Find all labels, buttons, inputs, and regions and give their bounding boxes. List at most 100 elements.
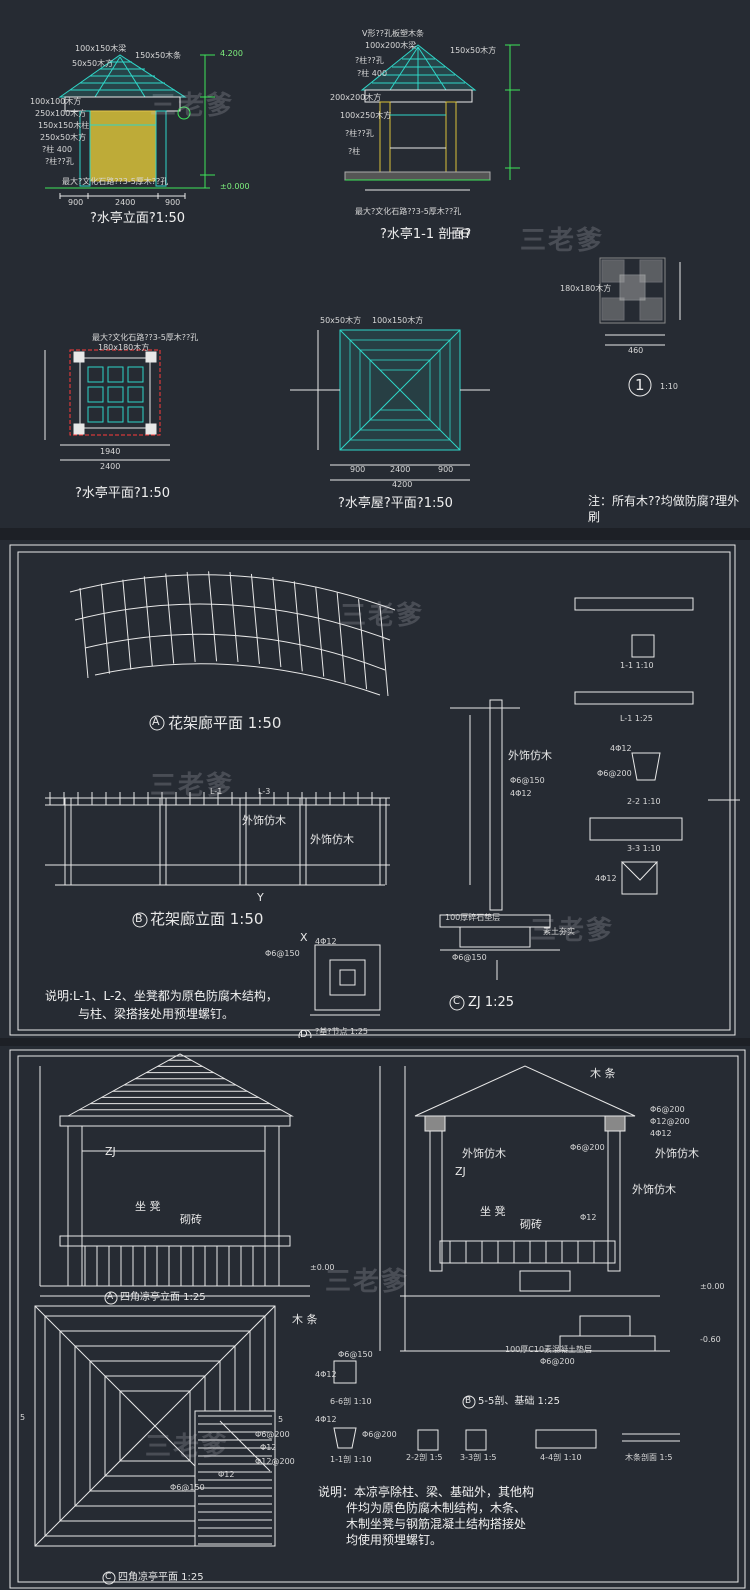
pergola-rafter (315, 586, 325, 677)
zj-rebar-3: Φ6@150 (452, 953, 487, 962)
plan-title-3: 四角凉亭平面 1:25 (118, 1572, 204, 1583)
det-rebar-2: 4Φ12 (315, 1370, 337, 1379)
roof-label-0: 50x50木方 (320, 316, 362, 325)
water-pavilion-roof-plan (290, 329, 490, 481)
plan-dim-2400: 2400 (100, 462, 121, 471)
elev-label-beam: 100x150木梁 (75, 44, 127, 53)
plan-label-5b: 5 (278, 1415, 284, 1424)
sheet1-note: 注：所有木??均做防腐?理外刷 (588, 494, 740, 524)
roof-dim-2400: 2400 (390, 465, 411, 474)
elev-label-8: ?柱??孔 (45, 157, 74, 166)
detail-marker: 1 (635, 376, 645, 394)
beam-section-details (574, 597, 740, 895)
sheet3-drawing (9, 1049, 746, 1589)
plan-rebar-b: Φ12 (260, 1443, 277, 1452)
column-joint-detail (599, 257, 681, 397)
sheet1-drawing (44, 44, 681, 481)
sec-rebar-b: Φ6@200 (597, 769, 632, 778)
roof-dim-900b: 900 (438, 465, 454, 474)
zj-fake-wood: 外饰仿木 (508, 749, 552, 762)
pergola-rafter (186, 571, 196, 662)
watermark-5: 三老爹 (530, 916, 615, 946)
elev-label-base: 最大?文化石路??3-5厚木??孔 (62, 177, 169, 186)
elev-title: ?水亭立面?1:50 (90, 211, 185, 226)
elev-label-5: 150x150木柱 (38, 121, 90, 130)
elev-label-strip: 150x50木条 (135, 51, 182, 60)
plan-title: ?水亭平面?1:50 (75, 486, 170, 501)
det-4-4: 4-4剖 1:10 (540, 1453, 582, 1462)
elev-zj: ZJ (105, 1145, 116, 1158)
pergola-fake-wood-2: 外饰仿木 (310, 833, 354, 846)
pergola-plan-marker: A (152, 715, 160, 728)
section-label-6: 100x250木方 (340, 111, 392, 120)
section-label-base: 最大?文化石路??3-5厚木??孔 (355, 207, 462, 216)
roof-dim-900a: 900 (350, 465, 366, 474)
elev-level-top: 4.200 (220, 49, 243, 58)
section-label-1: 100x200木梁 (365, 41, 417, 50)
elev-level-0: ±0.000 (220, 182, 250, 191)
section-label-5: 200x200木方 (330, 93, 382, 102)
sec-rebar-f3: Φ6@200 (540, 1357, 575, 1366)
zj-title: ZJ 1:25 (468, 995, 515, 1010)
elev-title-3: 四角凉亭立面 1:25 (120, 1292, 206, 1303)
zj-gravel: 100厚碎石垫层 (445, 913, 501, 922)
section-label-0: V形??孔板塑木条 (362, 29, 424, 38)
sec-fake-wood-2: 外饰仿木 (655, 1147, 699, 1160)
plan-label-1: 180x180木方 (98, 343, 150, 352)
sec-wood-strip: 木 条 (590, 1067, 616, 1080)
sec-brick: 砌砖 (520, 1218, 542, 1231)
d-title: ?基?节点 1:25 (315, 1027, 368, 1036)
pavilion-note-1: 说明：本凉亭除柱、梁、基础外，其他构 (318, 1485, 535, 1499)
pavilion-elevation-drawing (39, 1053, 310, 1297)
roof-label-1: 100x150木方 (372, 316, 424, 325)
sheet-four-corner-pavilion: 三老爹 三老爹 ZJ 坐 凳 砌砖 ±0.00 A 四角凉亭立面 1:25 木 … (0, 1046, 750, 1590)
elev-marker: A (107, 1292, 114, 1302)
sec-rebar-e3: Φ12 (580, 1213, 597, 1222)
elev-brick: 砌砖 (180, 1213, 202, 1226)
pergola-rafter (122, 579, 132, 670)
sec-zj: ZJ (455, 1165, 466, 1178)
sec-rebar-c3: 4Φ12 (650, 1129, 672, 1138)
sec-l1: L-1 1:25 (620, 714, 653, 723)
pergola-rafter (358, 599, 368, 690)
pergola-rafter (100, 583, 110, 674)
elev-label-3: 100x100木方 (30, 97, 82, 106)
pergola-elevation-drawing (45, 792, 390, 886)
pergola-l1: L-1 (210, 787, 223, 796)
d-detail-drawing (310, 944, 381, 1016)
sec-1-1: 1-1 1:10 (620, 661, 654, 670)
pavilion-plan-drawing (34, 1305, 276, 1547)
watermark-1: 三老爹 (150, 91, 235, 121)
plan-marker: C (105, 1572, 112, 1582)
d-rebar-1: 4Φ12 (315, 937, 337, 946)
sec-rebar-c: 4Φ12 (595, 874, 617, 883)
section-label-2: 150x50木方 (450, 46, 497, 55)
sec-seat: 坐 凳 (480, 1205, 506, 1218)
watermark-2: 三老爹 (520, 226, 605, 256)
pergola-note-1: 说明:L-1、L-2、坐凳都为原色防腐木结构， (45, 989, 278, 1003)
watermark-4: 三老爹 (150, 771, 235, 801)
watermark-6: 三老爹 (325, 1267, 410, 1297)
det-wood: 木条剖面 1:5 (625, 1453, 673, 1462)
roof-dim-4200: 4200 (392, 480, 413, 489)
pergola-y-axis: Y (257, 891, 264, 904)
watermark-3: 三老爹 (340, 601, 425, 631)
pergola-note-2: 与柱、梁搭接处用预埋螺钉。 (78, 1007, 235, 1021)
zj-rebar-2: 4Φ12 (510, 789, 532, 798)
elev-label-wood: 50x50木方 (72, 59, 114, 68)
pavilion-section-drawing (379, 1065, 670, 1352)
pergola-rafter (336, 592, 346, 683)
elev-dim-900b: 900 (165, 198, 181, 207)
pavilion-section-details (333, 1360, 680, 1451)
section-label-9: ?柱 (348, 147, 361, 156)
sec-fake-wood-1: 外饰仿木 (462, 1147, 506, 1160)
elev-label-4: 250x100木方 (35, 109, 87, 118)
pergola-rafter (272, 577, 282, 668)
pergola-elev-title: 花架廊立面 1:50 (150, 910, 264, 928)
elev-label-7: ?柱 400 (42, 145, 73, 154)
pergola-rafter (208, 571, 218, 662)
plan-wood-strip: 木 条 (292, 1313, 318, 1326)
det-6-6: 6-6剖 1:10 (330, 1397, 372, 1406)
pergola-elev-marker: B (135, 912, 143, 925)
plan-rebar-e: Φ6@150 (170, 1483, 205, 1492)
